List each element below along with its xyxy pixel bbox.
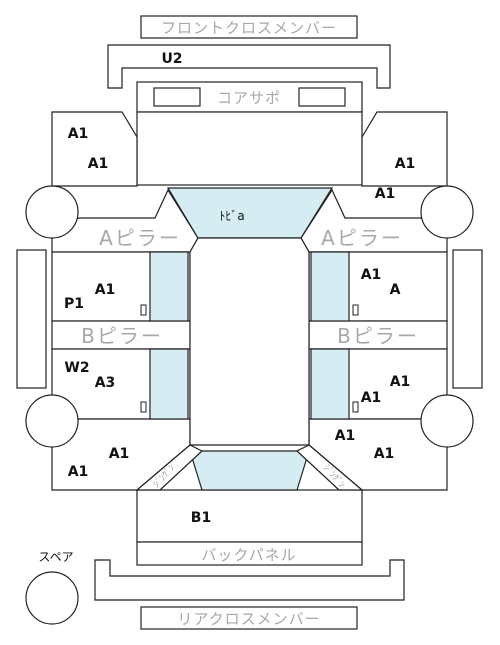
grade-rear-door-left-a: W2	[64, 360, 89, 376]
trunk-lid[interactable]	[136, 489, 363, 543]
grade-front-door-left-b: P1	[64, 296, 84, 312]
rear-window-right[interactable]	[310, 348, 350, 420]
fender-right[interactable]	[361, 111, 448, 187]
grade-quarter-right-lower: A1	[374, 446, 395, 462]
a-pillar-right-label: Aピラー	[321, 226, 403, 250]
grade-rear-door-right-a: A1	[390, 374, 411, 390]
back-panel-label: バックパネル	[201, 546, 296, 564]
rear-pillar-right[interactable]	[295, 444, 364, 491]
a-pillar-left-label: Aピラー	[99, 226, 181, 250]
core-support[interactable]	[136, 81, 363, 113]
door-handle-rear-right	[352, 401, 359, 413]
grade-fender-left-lower: A1	[88, 156, 109, 172]
tire-spare[interactable]	[25, 571, 79, 625]
rear-glass[interactable]	[189, 450, 310, 491]
grade-fender-right-upper: A1	[395, 156, 416, 172]
tire-front-right[interactable]	[420, 185, 474, 239]
roof[interactable]	[189, 237, 310, 446]
grade-quarter-left-upper: A1	[109, 446, 130, 462]
tire-rear-right[interactable]	[420, 394, 474, 448]
side-sill-left[interactable]	[16, 249, 47, 389]
front-cross-member[interactable]	[140, 15, 358, 39]
roof-label: ﾄﾋﾞa	[219, 209, 244, 223]
core-support-label: コアサポ	[217, 89, 281, 107]
tire-rear-left[interactable]	[25, 394, 79, 448]
tire-front-left[interactable]	[25, 185, 79, 239]
rear-pillar-left[interactable]	[135, 444, 204, 491]
grade-front-bumper: U2	[161, 51, 182, 67]
grade-front-door-left-a: A1	[95, 282, 116, 298]
spare-label: スペア	[38, 550, 73, 564]
headlight-right[interactable]	[298, 87, 346, 107]
grade-rear-door-right-b: A1	[361, 390, 382, 406]
rear-window-left[interactable]	[149, 348, 189, 420]
grade-rear-door-left-b: A3	[95, 375, 116, 391]
b-pillar-left-label: Bピラー	[81, 324, 163, 348]
grade-trunk: B1	[191, 510, 211, 526]
door-handle-front-right	[352, 304, 359, 316]
headlight-left[interactable]	[153, 87, 201, 107]
rear-bumper[interactable]	[94, 559, 405, 601]
rear-cross-member-label: リアクロスメンバー	[177, 610, 320, 628]
front-cross-member-label: フロントクロスメンバー	[161, 19, 337, 37]
b-pillar-right-label: Bピラー	[337, 324, 419, 348]
door-handle-rear-left	[140, 401, 147, 413]
grade-quarter-left-lower: A1	[68, 464, 89, 480]
front-bumper[interactable]	[107, 44, 391, 89]
front-window-left[interactable]	[149, 251, 189, 322]
grade-fender-right-lower: A1	[375, 186, 396, 202]
rear-cross-member[interactable]	[140, 606, 358, 630]
grade-quarter-right-upper: A1	[335, 428, 356, 444]
back-panel[interactable]	[136, 541, 363, 566]
front-window-right[interactable]	[310, 251, 350, 322]
hood[interactable]	[136, 111, 363, 186]
grade-front-door-right-b: A	[390, 282, 401, 298]
side-sill-right[interactable]	[452, 249, 483, 389]
fender-left[interactable]	[51, 111, 138, 187]
door-handle-front-left	[140, 304, 147, 316]
grade-front-door-right-a: A1	[361, 267, 382, 283]
b-pillar-right-panel[interactable]	[308, 320, 448, 350]
grade-fender-left-upper: A1	[68, 126, 89, 142]
